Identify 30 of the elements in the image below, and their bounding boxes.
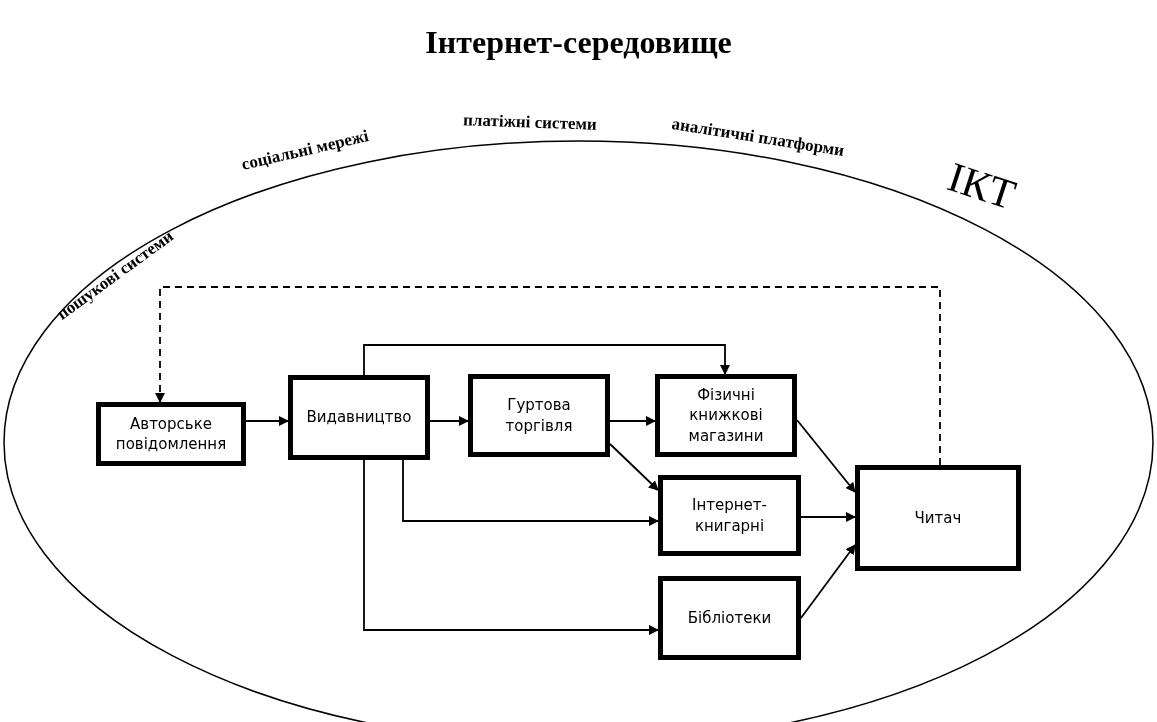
arrow: [800, 512, 856, 522]
arrow: [796, 419, 856, 493]
arrow: [609, 443, 659, 491]
arrow: [363, 459, 659, 635]
box-label: Інтернет-книгарні: [691, 495, 768, 536]
arrow: [429, 416, 469, 426]
curved-label: платіжні системи: [462, 111, 598, 133]
box-label: Видавництво: [306, 407, 412, 428]
box-label: Фізичні книжкові магазини: [687, 385, 765, 446]
arrow: [245, 416, 289, 426]
process-box: [658, 576, 801, 660]
dashed-arrow: [155, 286, 941, 466]
process-box: [655, 374, 797, 457]
box-label: Гуртова торгівля: [504, 395, 574, 436]
arrow: [363, 344, 730, 376]
process-box: [855, 465, 1021, 571]
arrow: [800, 544, 856, 619]
box-label: Читач: [914, 507, 962, 529]
title: Інтернет-середовище: [424, 23, 733, 62]
box-label: Авторське повідомлення: [114, 413, 228, 455]
ellipse-heading: ІКТ: [943, 155, 1021, 217]
process-box: [658, 475, 801, 556]
process-box: [468, 374, 610, 457]
curved-label: аналітичні платформи: [670, 114, 846, 160]
arrow: [402, 459, 659, 526]
box-label: Бібліотеки: [687, 607, 772, 629]
process-box: [288, 375, 430, 460]
arrow: [609, 416, 656, 426]
curved-label: соціальні мережі: [239, 127, 371, 173]
process-box: [96, 402, 246, 466]
